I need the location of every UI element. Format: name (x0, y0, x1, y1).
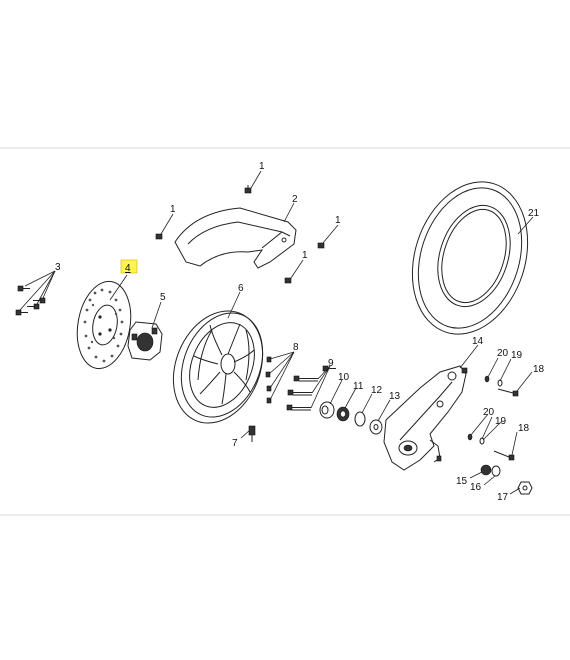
callout-5[interactable]: 5 (160, 292, 166, 303)
bearing-part[interactable] (336, 406, 350, 422)
callout-18-lower[interactable]: 18 (518, 423, 530, 434)
callout-1-top[interactable]: 1 (259, 161, 265, 172)
callout-3[interactable]: 3 (55, 262, 61, 273)
nut-17-part[interactable] (517, 481, 533, 495)
washer-20-lower[interactable] (467, 433, 473, 441)
leader-lines (19, 170, 534, 495)
callout-20-upper[interactable]: 20 (497, 348, 509, 359)
circlip-part[interactable] (354, 411, 366, 427)
bracket-bolt-lower[interactable] (493, 450, 515, 461)
highlight-box-part-4 (120, 259, 138, 274)
callout-1-lower[interactable]: 1 (302, 250, 308, 261)
rear-fender-part[interactable] (174, 207, 297, 269)
fender-bolt-left[interactable] (155, 233, 163, 240)
callout-21[interactable]: 21 (528, 208, 540, 219)
valve-part[interactable] (248, 425, 256, 442)
callout-8[interactable]: 8 (293, 342, 299, 353)
hub-adaptor-part[interactable] (127, 321, 163, 361)
fender-bolt-lower[interactable] (284, 277, 292, 284)
callout-labels: 1 1 1 1 2 3 4 5 6 7 8 9 10 11 12 13 14 1… (55, 161, 545, 503)
callout-6[interactable]: 6 (238, 283, 244, 294)
callout-1-left[interactable]: 1 (170, 204, 176, 215)
callout-10[interactable]: 10 (338, 372, 350, 383)
fender-bolt-right[interactable] (317, 242, 325, 249)
washer-part[interactable] (369, 419, 383, 435)
callout-9[interactable]: 9 (328, 358, 334, 369)
callout-20-lower[interactable]: 20 (483, 407, 495, 418)
bracket-bolt-upper[interactable] (497, 388, 519, 397)
washer-16-part[interactable] (491, 465, 501, 477)
washer-19-upper[interactable] (497, 379, 503, 387)
callout-7[interactable]: 7 (232, 438, 238, 449)
callout-14[interactable]: 14 (472, 336, 484, 347)
callout-11[interactable]: 11 (353, 381, 364, 392)
nut-15-part[interactable] (480, 464, 492, 476)
callout-19-lower[interactable]: 19 (495, 416, 507, 427)
fender-bolt-top[interactable] (244, 185, 252, 194)
callout-1-right[interactable]: 1 (335, 215, 341, 226)
callout-4[interactable]: 4 (125, 263, 131, 274)
brake-disc-part[interactable] (71, 277, 137, 373)
callout-12[interactable]: 12 (371, 385, 383, 396)
callout-16[interactable]: 16 (470, 482, 482, 493)
washer-19-lower[interactable] (479, 437, 485, 445)
callout-15[interactable]: 15 (456, 476, 468, 487)
callout-2[interactable]: 2 (292, 194, 298, 205)
callout-13[interactable]: 13 (389, 391, 401, 402)
rim-part[interactable] (157, 297, 278, 436)
disc-bolts-part[interactable] (15, 285, 46, 316)
callout-17[interactable]: 17 (497, 492, 509, 503)
swing-arm-bracket-part[interactable] (383, 365, 468, 471)
callout-19-upper[interactable]: 19 (511, 350, 523, 361)
spacer-part[interactable] (319, 401, 335, 419)
callout-18-upper[interactable]: 18 (533, 364, 545, 375)
tire-part[interactable] (394, 167, 547, 349)
hub-bolts-part[interactable] (265, 356, 272, 404)
washer-20-upper[interactable] (484, 375, 490, 383)
